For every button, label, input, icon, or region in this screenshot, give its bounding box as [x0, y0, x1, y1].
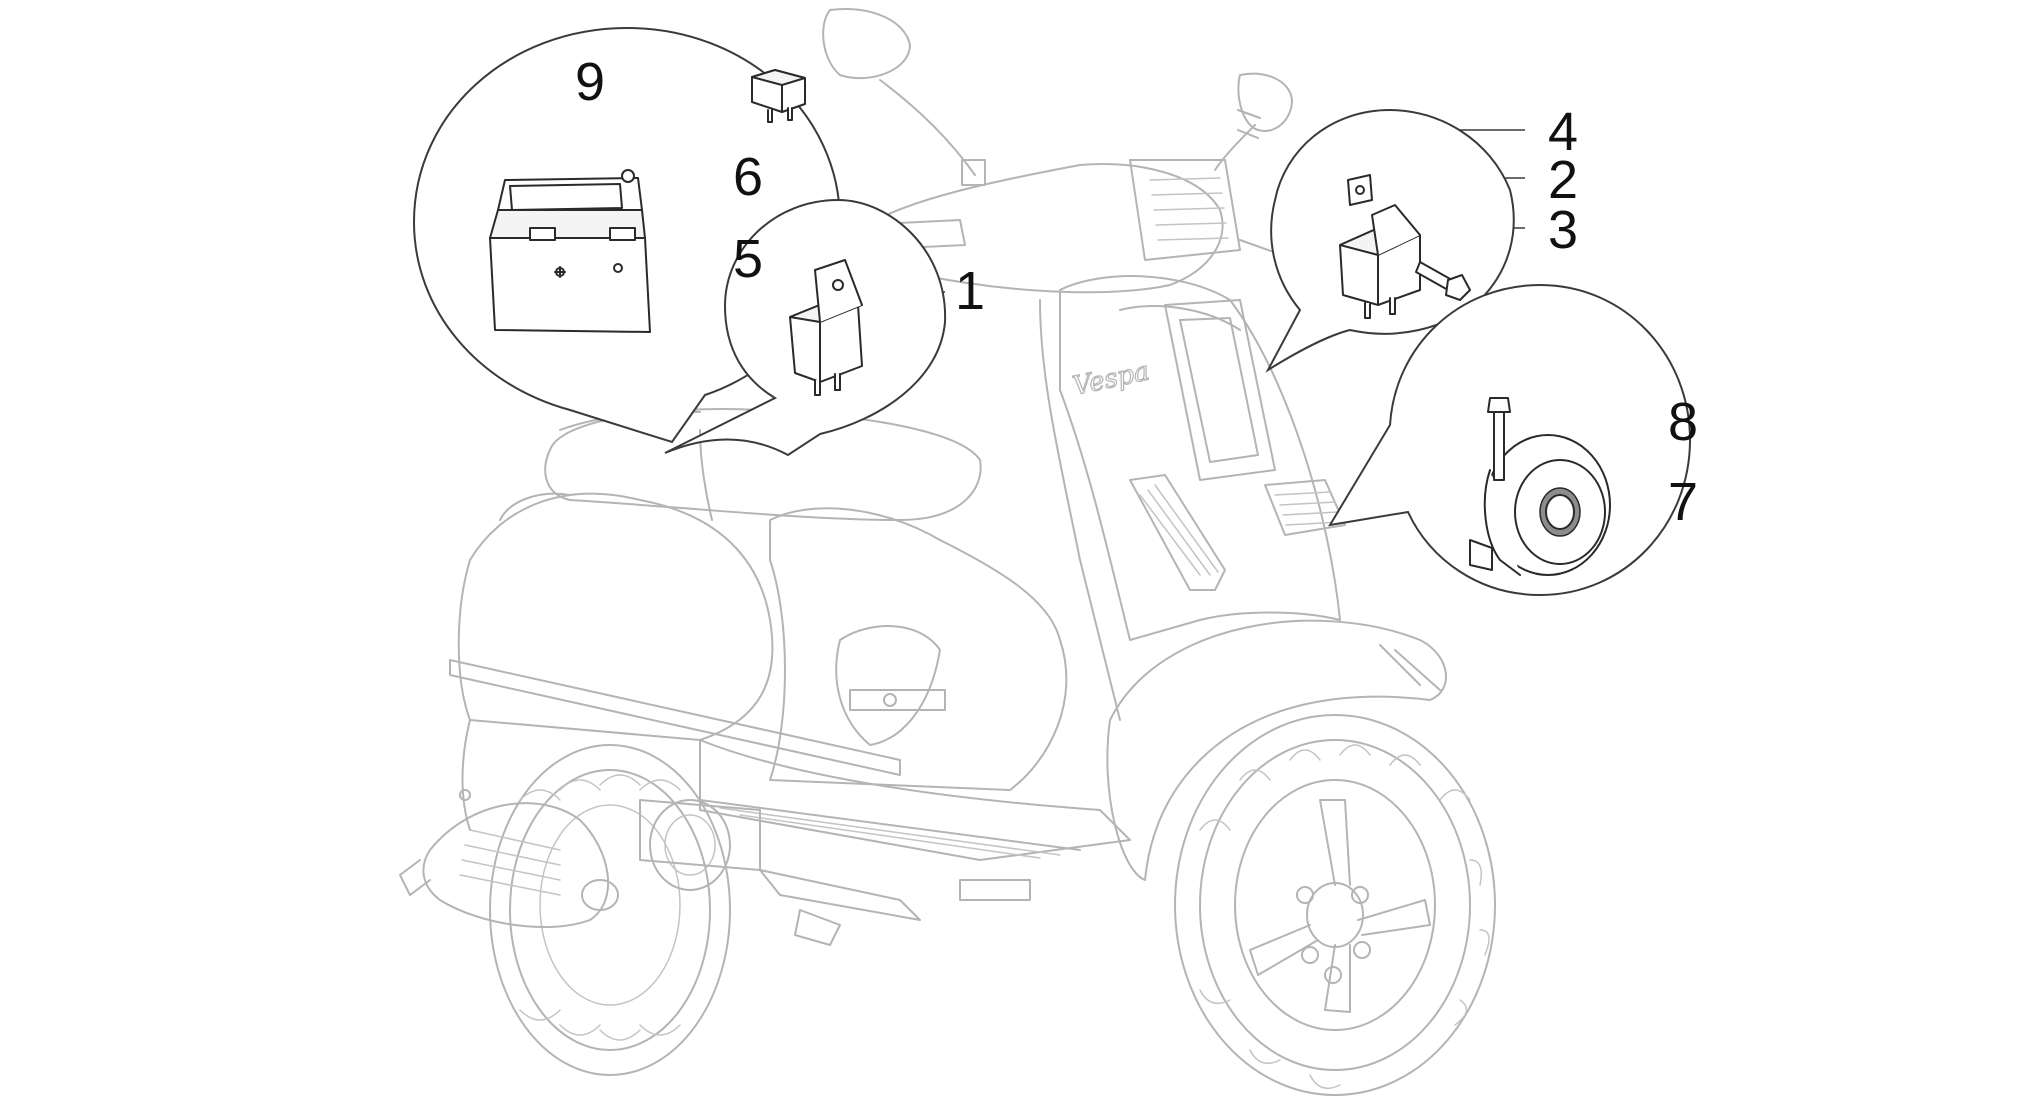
- rear-wheel: [489, 744, 731, 1076]
- callout-number-4: 4: [1548, 102, 1578, 162]
- bolt-part-8: [1487, 397, 1511, 481]
- front-wheel: [1174, 714, 1496, 1096]
- callout-number-5: 5: [733, 229, 763, 289]
- relay-part-2: [1339, 204, 1421, 319]
- callout-number-1: 1: [955, 261, 985, 321]
- relay-part-9: [751, 69, 806, 123]
- callout-number-3: 3: [1548, 200, 1578, 260]
- clip-part-4: [1347, 174, 1373, 206]
- callout-number-2: 2: [1548, 150, 1578, 210]
- scooter-outline: [399, 8, 1496, 1096]
- relay-callout: [664, 198, 947, 457]
- callout-number-7: 7: [1668, 472, 1698, 532]
- callout-number-9: 9: [575, 52, 605, 112]
- callout-number-6: 6: [733, 147, 763, 207]
- relay-bracket-callout: [1265, 108, 1515, 373]
- horn-callout: [1328, 283, 1692, 597]
- callout-numbers: 9 6 5 1 4 2 3 8 7: [575, 52, 1698, 532]
- relay-part-1: [789, 259, 863, 396]
- horn-part-7: [1469, 434, 1611, 576]
- battery-part: [489, 169, 651, 333]
- vespa-badge: Vespa: [1070, 356, 1152, 401]
- screw-part-3: [1415, 261, 1471, 301]
- callout-number-8: 8: [1668, 392, 1698, 452]
